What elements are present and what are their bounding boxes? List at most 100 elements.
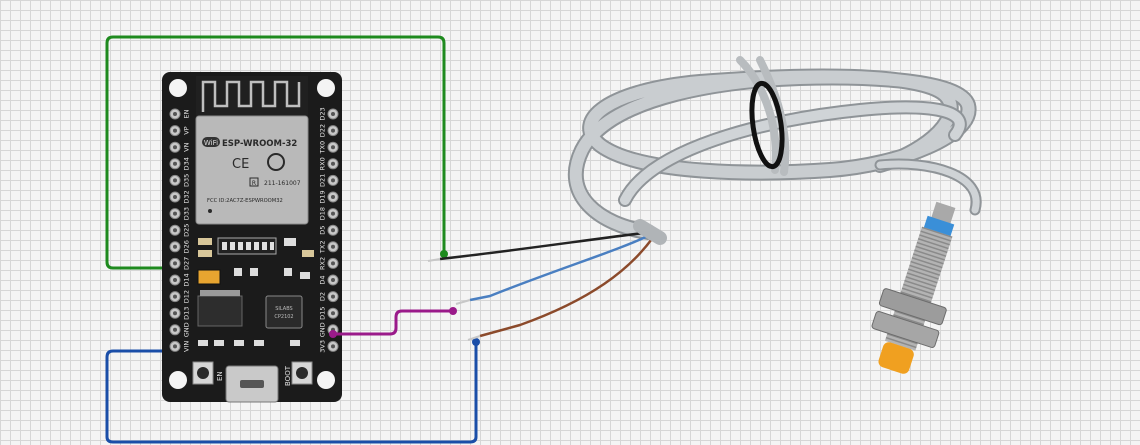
left-pin-label: GND <box>183 322 191 337</box>
right-pin-hole <box>331 261 335 266</box>
right-pin-label: TX2 <box>319 241 327 255</box>
left-pin-hole <box>173 261 177 266</box>
green-wire-endpoint[interactable] <box>440 250 448 258</box>
left-pin-label: D13 <box>183 307 191 320</box>
regulator-tab <box>200 290 240 296</box>
right-pin-label: D4 <box>319 275 327 284</box>
right-pin-header: D23D22TX0RX0D21D19D18D5TX2RX2D4D2D15GND3… <box>319 107 339 353</box>
smd-component <box>198 250 212 257</box>
proximity-sensor[interactable] <box>427 56 982 381</box>
mounting-hole <box>169 79 187 97</box>
left-pin-hole <box>173 327 177 332</box>
cert-box-icon <box>249 177 259 187</box>
brown-lead <box>479 235 656 338</box>
signal-icon <box>267 153 285 171</box>
smd-component <box>234 268 242 276</box>
right-pin-hole <box>331 145 335 150</box>
fcc-id: FCC ID:2AC7Z-ESPWROOM32 <box>207 198 283 204</box>
right-pin-hole <box>331 178 335 183</box>
magenta-wire-endpoint[interactable] <box>329 330 337 338</box>
left-pin-hole <box>173 211 177 216</box>
right-pin-hole <box>331 195 335 199</box>
sensor-cable-coil <box>568 56 982 240</box>
left-pin-hole <box>173 244 177 249</box>
right-pin-label: D19 <box>319 190 327 203</box>
blue-lead-tip <box>455 299 471 305</box>
left-pin-label: D32 <box>183 190 191 203</box>
cable-tie <box>749 80 785 170</box>
right-pin-hole <box>331 311 335 316</box>
right-pin-label: RX2 <box>319 257 327 270</box>
boot-label: BOOT <box>284 365 292 386</box>
green-wire[interactable] <box>105 35 446 270</box>
brown-lead-tip <box>467 335 481 341</box>
left-pin-label: D33 <box>183 207 191 220</box>
pin1-marker <box>208 209 212 213</box>
wifi-logo <box>202 137 220 147</box>
left-pin-hole <box>173 228 177 233</box>
right-pin-hole <box>331 112 335 116</box>
mounting-hole <box>317 79 335 97</box>
left-pin-label: D25 <box>183 224 191 237</box>
sensor-label-stripe <box>923 215 955 238</box>
right-pin-hole <box>331 128 335 133</box>
cert-box-letter: R <box>252 180 256 187</box>
wifi-logo-text: WiFi <box>204 139 218 147</box>
right-pin-hole <box>331 278 335 282</box>
left-pin-hole <box>173 112 177 116</box>
left-pin-hole <box>173 195 177 199</box>
smd-component <box>198 340 208 346</box>
right-pin-hole <box>331 344 335 349</box>
boot-button-cap[interactable] <box>296 367 308 379</box>
left-pin-hole <box>173 128 177 133</box>
black-lead-tip <box>427 258 441 262</box>
smd-component <box>302 250 314 257</box>
sensor-nut <box>871 311 940 348</box>
esp32-board[interactable]: WiFi ESP-WROOM-32 CE R 211-161007 FCC ID… <box>162 72 342 403</box>
left-pin-label: D14 <box>183 273 191 286</box>
left-pin-hole <box>173 178 177 183</box>
left-pin-hole <box>173 145 177 150</box>
micro-usb-opening <box>240 380 264 388</box>
right-pin-hole <box>331 228 335 233</box>
left-pin-label: D27 <box>183 257 191 270</box>
smd-component <box>198 238 212 245</box>
smd-component <box>254 340 264 346</box>
right-pin-label: D22 <box>319 124 327 137</box>
cable-jacket-end <box>633 219 667 245</box>
module-label: ESP-WROOM-32 <box>222 139 297 149</box>
black-lead <box>439 230 653 261</box>
smd-component <box>234 340 244 346</box>
smd-component <box>290 340 300 346</box>
left-pin-label: VN <box>183 142 191 151</box>
en-button-cap[interactable] <box>197 367 209 379</box>
chip-text-2: CP2102 <box>274 314 293 320</box>
right-pin-label: D2 <box>319 292 327 301</box>
right-pin-label: RX0 <box>319 157 327 170</box>
left-pin-hole <box>173 311 177 316</box>
blue-lead <box>469 232 653 302</box>
right-pin-label: 3V3 <box>319 340 327 353</box>
left-pin-label: VIN <box>183 341 191 352</box>
magenta-wire-endpoint[interactable] <box>449 307 457 315</box>
left-pin-label: EN <box>183 109 191 118</box>
left-pin-label: D12 <box>183 290 191 303</box>
left-pin-label: VP <box>183 126 191 134</box>
right-pin-label: GND <box>319 322 327 337</box>
left-pin-label: D35 <box>183 174 191 187</box>
right-pin-hole <box>331 161 335 166</box>
voltage-regulator <box>197 295 243 327</box>
blue-wire[interactable] <box>105 342 478 444</box>
blue-wire-endpoint[interactable] <box>472 338 480 346</box>
right-pin-label: D23 <box>319 107 327 120</box>
sensor-body <box>871 201 956 374</box>
sensor-tip <box>878 342 914 374</box>
mounting-hole <box>317 371 335 389</box>
smd-component <box>214 340 224 346</box>
ce-mark: CE <box>232 157 249 172</box>
left-pin-label: D26 <box>183 240 191 253</box>
magenta-wire[interactable] <box>333 309 453 336</box>
right-pin-label: TX0 <box>319 141 327 155</box>
right-pin-hole <box>331 211 335 216</box>
right-pin-label: D21 <box>319 174 327 187</box>
